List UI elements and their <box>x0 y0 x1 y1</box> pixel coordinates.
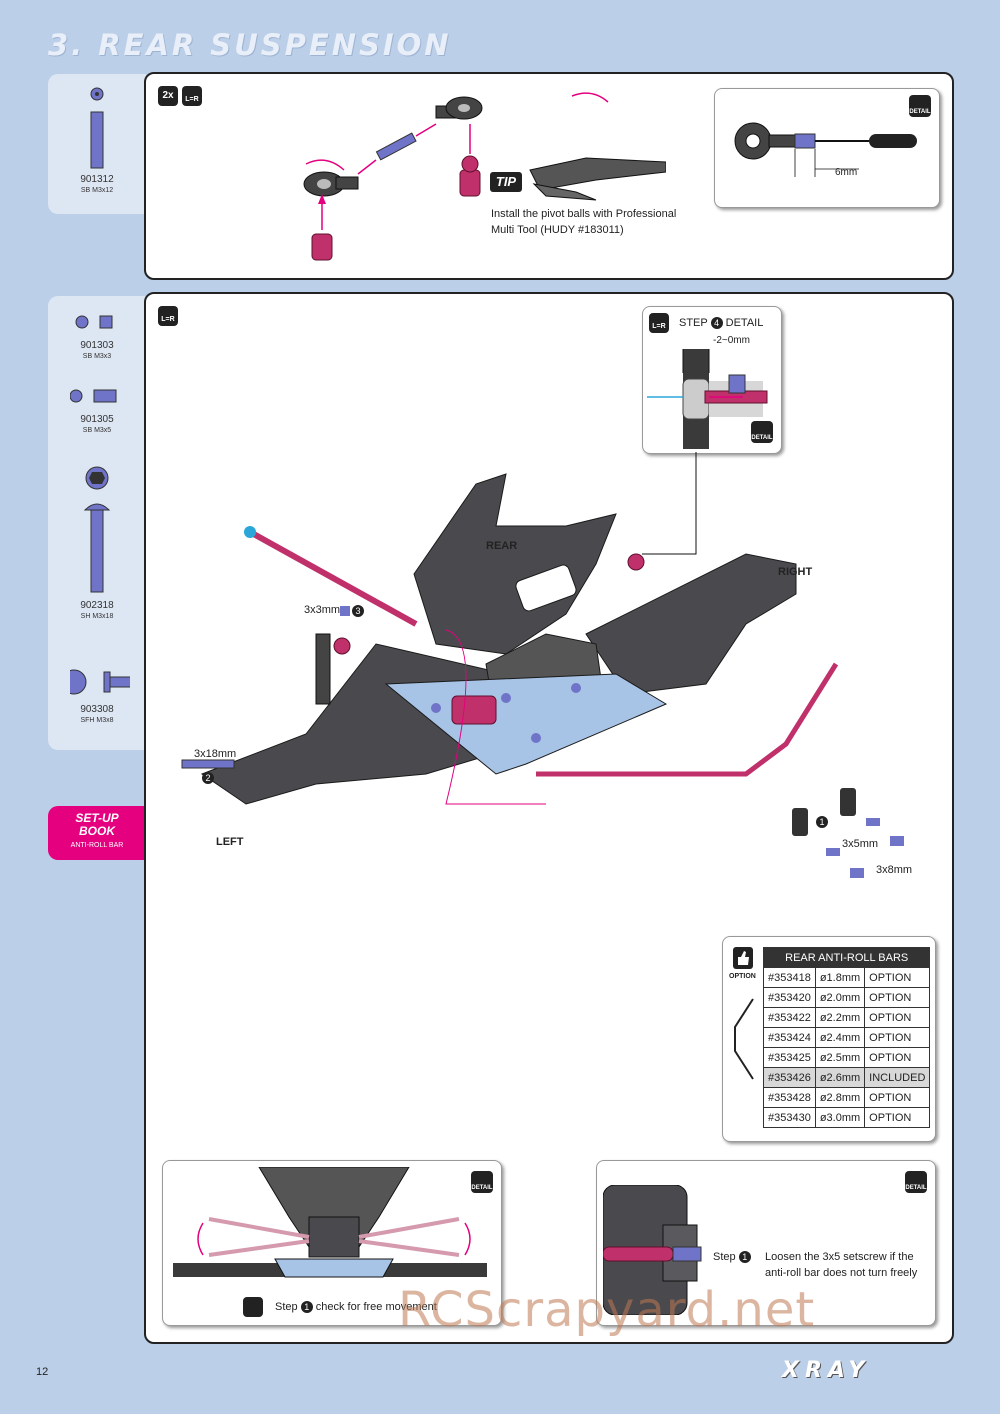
step-number-1: 1 <box>816 816 828 828</box>
setup-book-topic: ANTI-ROLL BAR <box>70 842 124 849</box>
setup-book-line1: SET-UP <box>75 811 119 825</box>
left-right-badge: L=R <box>649 313 669 333</box>
table-header: REAR ANTI-ROLL BARS <box>762 947 931 968</box>
screw-icon <box>90 87 104 169</box>
setscrew-note-line1: Loosen the 3x5 setscrew if the <box>765 1251 914 1263</box>
screws-icon-group <box>70 315 130 695</box>
left-label: LEFT <box>216 836 244 848</box>
left-right-badge: L=R <box>158 306 178 326</box>
right-label: RIGHT <box>778 566 813 578</box>
step-number-3: 3 <box>352 605 364 617</box>
step-detail-label: STEP 4 DETAIL <box>679 317 764 329</box>
free-movement-note: Step 1 check for free movement <box>275 1301 437 1313</box>
page-title: 3. REAR SUSPENSION <box>48 28 452 62</box>
screw-size-label: 3x3mm <box>304 604 341 616</box>
setup-book-tab: SET-UP BOOK ANTI-ROLL BAR <box>48 806 146 860</box>
left-right-badge: L=R <box>182 86 202 106</box>
magnifier-detail-icon: DETAIL <box>909 95 931 117</box>
setscrew-note-line2: anti-roll bar does not turn freely <box>765 1267 918 1279</box>
setup-book-line2: BOOK <box>79 824 115 838</box>
screw-size-label: 3x18mm <box>194 748 237 760</box>
magnifier-detail-icon: DETAIL <box>905 1171 927 1193</box>
screw-size-label: 3x8mm <box>876 864 913 876</box>
detail-box-setscrew: DETAIL Step 1 Loosen the 3x5 setscrew if… <box>596 1160 936 1326</box>
hex-wrench-icon <box>243 1297 263 1317</box>
tip-text-line1: Install the pivot balls with Professiona… <box>491 208 677 220</box>
setscrew-detail-illustration <box>603 1185 702 1315</box>
tip-text-line2: Multi Tool (HUDY #183011) <box>491 224 624 236</box>
watermark: RCScrapyard.net <box>398 1282 816 1338</box>
step-number-2: 2 <box>202 772 214 784</box>
screw-size-label: 3x5mm <box>842 838 879 850</box>
anti-roll-bar-shape-icon <box>734 998 754 1080</box>
rear-suspension-illustration <box>181 452 904 878</box>
quantity-badge: 2x <box>158 86 178 106</box>
magnifier-detail-icon: DETAIL <box>751 421 773 443</box>
thumbs-up-icon <box>733 947 753 969</box>
dimension-label: -2~0mm <box>713 335 750 346</box>
ball-end-assembly-illustration <box>303 92 666 261</box>
magnifier-detail-icon: DETAIL <box>471 1171 493 1193</box>
detail-box-step4: L=R STEP 4 DETAIL -2~0mm DETAIL <box>642 306 782 454</box>
detail-box-free-movement: DETAIL Step 1 check for free movement <box>162 1160 502 1326</box>
brand-logo: XRAY <box>782 1358 871 1383</box>
rear-label: REAR <box>486 540 518 552</box>
dimension-label: 6mm <box>835 167 858 178</box>
page-number: 12 <box>36 1366 49 1378</box>
setscrew-step-label: Step 1 <box>713 1251 751 1263</box>
step2-panel: L=R L=R STEP 4 DETAIL -2~0mm DETAIL <box>144 292 954 1344</box>
detail-box-step1: DETAIL 1.5mm 6mm <box>714 88 940 208</box>
step1-panel: 2x L=R TIP Install the pivot balls with … <box>144 72 954 280</box>
dimension-label: 1.5mm <box>877 149 905 159</box>
step4-detail-illustration <box>647 349 768 449</box>
option-label: OPTION <box>729 973 756 980</box>
ball-end-measure-illustration <box>734 122 917 177</box>
free-movement-illustration <box>173 1167 487 1278</box>
tip-badge: TIP <box>490 172 522 192</box>
